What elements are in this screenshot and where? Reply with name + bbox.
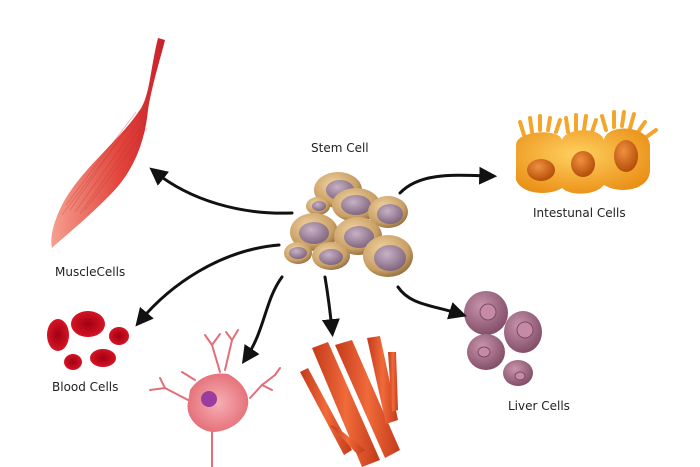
intestinal-cells-illustration <box>516 110 658 194</box>
liver-cells-illustration <box>464 291 542 386</box>
liver-cells-label: Liver Cells <box>508 399 570 413</box>
stem-cell-label: Stem Cell <box>311 141 369 155</box>
muscle-fibers-illustration <box>300 336 400 467</box>
blood-cells-illustration <box>47 311 129 370</box>
arrow-to-fibers <box>321 275 340 338</box>
intestinal-cells-label: Intestunal Cells <box>533 206 626 220</box>
stem-cell-cluster <box>284 172 413 277</box>
arrow-to-nerve <box>241 275 284 364</box>
nerve-cell-illustration <box>149 329 281 467</box>
blood-cells-label: Blood Cells <box>52 380 119 394</box>
muscle-cells-label: MuscleCells <box>55 265 126 279</box>
arrow-to-intestinal <box>398 166 498 195</box>
arrow-to-blood <box>135 243 281 327</box>
muscle-cell-illustration <box>51 38 165 248</box>
arrow-to-muscle <box>149 167 294 215</box>
arrow-to-liver <box>396 285 467 320</box>
